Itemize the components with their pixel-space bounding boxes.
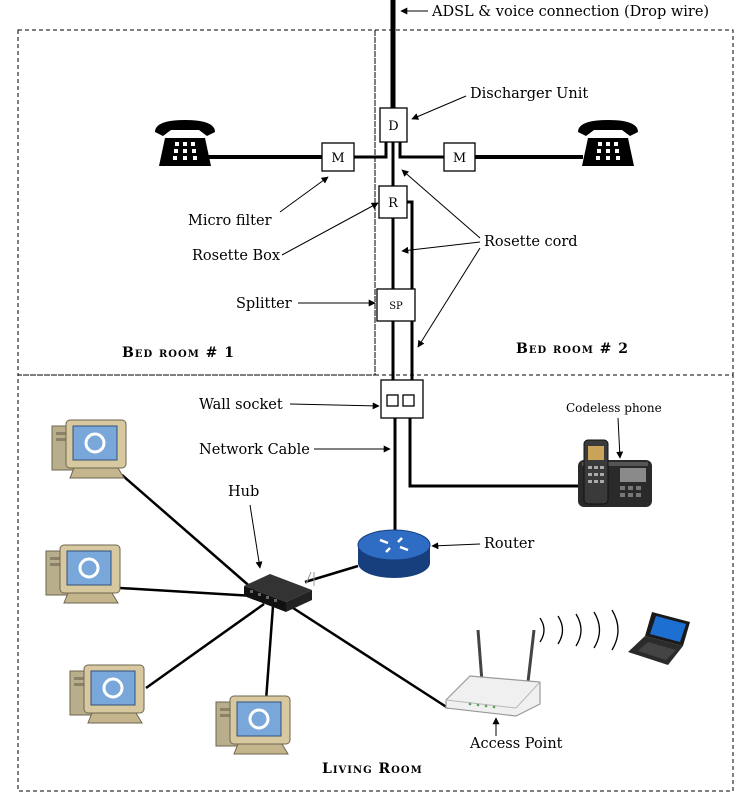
rosette-cord-label: Rosette cord bbox=[484, 234, 578, 250]
access-point-label: Access Point bbox=[469, 736, 563, 752]
phone-cord-right bbox=[398, 142, 583, 159]
hub-label: Hub bbox=[228, 484, 259, 500]
rosette-box-name-label: Rosette Box bbox=[192, 248, 280, 264]
micro-filter-right: M bbox=[443, 142, 476, 172]
splitter-label: Splitter bbox=[236, 296, 292, 312]
rosette-cord-right bbox=[407, 200, 414, 392]
computer-icon bbox=[50, 418, 128, 480]
computer-icon bbox=[68, 663, 146, 725]
splitter-box-label: SP bbox=[389, 301, 403, 312]
cordless-phone-icon bbox=[578, 439, 652, 507]
adsl-label: ADSL & voice connection (Drop wire) bbox=[431, 4, 709, 20]
splitter-box: SP bbox=[376, 288, 416, 322]
phone-line-to-cordless bbox=[408, 418, 580, 488]
telephone-icon bbox=[155, 120, 215, 166]
living-room-border bbox=[17, 374, 734, 792]
discharger-unit-box: D bbox=[379, 107, 408, 143]
micro-filter-right-label: M bbox=[453, 151, 466, 166]
computer-icon bbox=[214, 694, 292, 756]
callout-arrows bbox=[249, 7, 624, 736]
wall-socket bbox=[380, 379, 424, 419]
laptop-icon bbox=[628, 612, 690, 665]
micro-filter-left-label: M bbox=[331, 151, 344, 166]
bedroom-1-label: Bed room # 1 bbox=[122, 345, 235, 361]
bedroom-2-label: Bed room # 2 bbox=[516, 341, 629, 357]
rosette-box: R bbox=[378, 185, 408, 219]
router-label: Router bbox=[484, 536, 534, 552]
living-room-label: Living Room bbox=[322, 761, 423, 777]
phone-cord-left bbox=[205, 142, 388, 159]
access-point-icon bbox=[445, 629, 541, 717]
bedroom-1-border bbox=[17, 29, 376, 376]
wall-socket-label: Wall socket bbox=[199, 397, 283, 413]
wireless-signal-icon bbox=[539, 609, 619, 651]
micro-filter-left: M bbox=[321, 142, 355, 172]
network-cable-label: Network Cable bbox=[199, 442, 310, 458]
hub-icon bbox=[244, 571, 315, 612]
discharger-unit-box-label: D bbox=[388, 119, 398, 134]
bedroom-2-border bbox=[374, 29, 734, 376]
computer-icon bbox=[44, 543, 122, 605]
rosette-box-label: R bbox=[388, 196, 399, 211]
telephone-icon bbox=[578, 120, 638, 166]
cordless-phone-label: Codeless phone bbox=[566, 401, 662, 415]
discharger-unit-label: Discharger Unit bbox=[470, 86, 588, 102]
micro-filter-label: Micro filter bbox=[188, 213, 272, 229]
router-icon bbox=[357, 529, 431, 578]
